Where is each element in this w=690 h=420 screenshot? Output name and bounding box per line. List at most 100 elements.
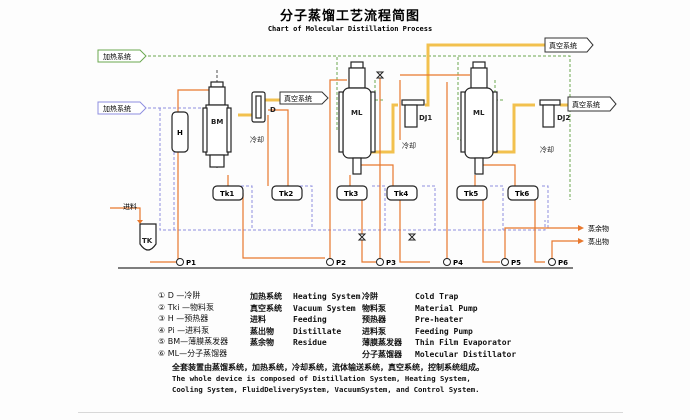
svg-text:冷却: 冷却 xyxy=(540,145,554,154)
glossary-translation: Vacuum System xyxy=(293,303,356,313)
glossary-translation: Pre-heater xyxy=(415,315,464,324)
svg-text:D: D xyxy=(270,106,276,114)
glossary-translation: Feeding xyxy=(293,315,327,324)
glossary-right-zh: 冷阱 物料泵 预热器 进料泵 薄膜蒸发器 分子蒸馏器 xyxy=(362,291,402,360)
flow-arrows xyxy=(137,220,584,244)
molecular-distillator-1: ML xyxy=(338,61,376,175)
svg-text:Tk2: Tk2 xyxy=(279,190,293,198)
feed-label: 进料 xyxy=(123,202,137,211)
system-description: 全套装置由蒸馏系统，加热系统，冷却系统，流体输送系统，真空系统，控制系统组成。 … xyxy=(172,362,502,395)
cold-trap-dj1: DJ1 冷却 xyxy=(401,99,432,150)
svg-text:DJ2: DJ2 xyxy=(557,114,570,122)
glossary-term: 进料泵 xyxy=(362,326,386,336)
svg-text:P1: P1 xyxy=(186,259,196,267)
svg-text:冷却: 冷却 xyxy=(402,141,416,150)
glossary-right-en: Cold Trap Material Pump Pre-heater Feedi… xyxy=(415,291,516,360)
pump-p4: P4 xyxy=(443,258,463,267)
tag-vacuum-3: 真空系统 xyxy=(567,96,617,112)
molecular-distillator-2: ML xyxy=(460,61,498,175)
svg-text:P2: P2 xyxy=(336,259,346,267)
cold-trap-dj2: DJ2 冷却 xyxy=(539,99,570,154)
distillate-label: 蒸出物 xyxy=(588,237,609,246)
glossary-translation: Thin Film Evaporator xyxy=(415,338,512,347)
tank-tk1: Tk1 xyxy=(212,185,244,201)
glossary-left-zh: 加热系统 真空系统 进料 蒸出物 蒸余物 xyxy=(250,291,282,349)
equipment-legend: ① D —冷阱 ② Tki —物料泵 ③ H —预热器 ④ Pi —进料泵 ⑤ … xyxy=(158,290,228,359)
pump-p5: P5 xyxy=(501,258,521,267)
svg-text:BM: BM xyxy=(211,118,223,126)
tag-vacuum-1: 真空系统 xyxy=(279,91,329,105)
svg-text:Tk5: Tk5 xyxy=(464,190,478,198)
legend-item: ④ Pi —进料泵 xyxy=(158,325,210,335)
legend-item: ② Tki —物料泵 xyxy=(158,302,214,312)
glossary-translation: Material Pump xyxy=(415,303,478,313)
residue-label: 蒸余物 xyxy=(588,224,609,233)
svg-text:Tk1: Tk1 xyxy=(220,190,234,198)
svg-text:冷却: 冷却 xyxy=(250,135,264,144)
glossary-term: 物料泵 xyxy=(362,303,386,313)
svg-text:P6: P6 xyxy=(558,259,568,267)
svg-text:加热系统: 加热系统 xyxy=(103,104,131,113)
bottom-divider xyxy=(78,412,623,413)
glossary-translation: Molecular Distillator xyxy=(415,349,517,359)
svg-text:Tk4: Tk4 xyxy=(394,190,408,198)
tank-tk4: Tk4 xyxy=(386,185,418,201)
svg-text:真空系统: 真空系统 xyxy=(572,100,600,109)
svg-text:H: H xyxy=(177,129,183,137)
svg-text:P3: P3 xyxy=(386,259,396,267)
description-zh: 全套装置由蒸馏系统，加热系统，冷却系统，流体输送系统，真空系统，控制系统组成。 xyxy=(172,363,484,372)
svg-text:真空系统: 真空系统 xyxy=(284,94,312,103)
title-en: Chart of Molecular Distillation Process xyxy=(268,25,432,33)
glossary-translation: Heating System xyxy=(293,292,361,301)
glossary-translation: Distillate xyxy=(293,326,342,336)
tank-tk3: Tk3 xyxy=(336,185,368,201)
material-line xyxy=(110,74,578,263)
pump-p3: P3 xyxy=(376,258,396,267)
svg-text:TK: TK xyxy=(142,237,153,245)
heater-h: H xyxy=(171,111,189,153)
tank-tk2: Tk2 xyxy=(271,185,303,201)
svg-text:P5: P5 xyxy=(511,259,521,267)
legend-item: ① D —冷阱 xyxy=(158,291,201,300)
svg-text:Tk6: Tk6 xyxy=(515,190,529,198)
tag-heating-1: 加热系统 xyxy=(97,49,147,63)
glossary-term: 真空系统 xyxy=(250,303,282,313)
svg-text:P4: P4 xyxy=(453,259,463,267)
legend-item: ⑤ BM—薄膜蒸发器 xyxy=(158,337,229,346)
svg-text:ML: ML xyxy=(351,109,363,117)
cold-trap-d: D 冷却 xyxy=(250,91,276,144)
description-en-1: The whole device is composed of Distilla… xyxy=(172,374,471,383)
glossary-term: 进料 xyxy=(250,315,266,324)
glossary-translation: Cold Trap xyxy=(415,292,459,301)
glossary-term: 加热系统 xyxy=(250,292,282,301)
glossary-left-en: Heating System Vacuum System Feeding Dis… xyxy=(293,291,360,349)
pump-p6: P6 xyxy=(548,258,568,267)
svg-text:真空系统: 真空系统 xyxy=(549,41,577,50)
svg-text:ML: ML xyxy=(473,109,485,117)
title-zh: 分子蒸馏工艺流程简图 xyxy=(280,8,420,24)
glossary-term: 薄膜蒸发器 xyxy=(362,338,402,347)
tank-tk6: Tk6 xyxy=(507,185,539,201)
valve-icon xyxy=(357,71,417,241)
svg-text:加热系统: 加热系统 xyxy=(103,52,131,61)
svg-text:Tk3: Tk3 xyxy=(344,190,358,198)
pump-p2: P2 xyxy=(326,258,346,267)
glossary-term: 预热器 xyxy=(362,315,386,324)
tag-heating-2: 加热系统 xyxy=(97,101,147,115)
glossary-term: 分子蒸馏器 xyxy=(362,349,402,359)
feed-tank-tk: TK xyxy=(139,223,157,251)
glossary-term: 蒸余物 xyxy=(250,338,274,347)
glossary-translation: Feeding Pump xyxy=(415,326,473,336)
tank-tk5: Tk5 xyxy=(456,185,488,201)
tag-vacuum-2: 真空系统 xyxy=(544,37,594,53)
description-en-2: Cooling System, FluidDeliverySystem, Vac… xyxy=(172,385,480,394)
pump-p1: P1 xyxy=(176,258,196,267)
glossary-translation: Residue xyxy=(293,338,327,347)
legend-item: ③ H —预热器 xyxy=(158,314,209,323)
film-evaporator-bm: BM xyxy=(202,70,232,170)
legend-item: ⑥ ML—分子蒸馏器 xyxy=(158,348,228,358)
glossary-term: 冷阱 xyxy=(362,292,378,301)
svg-text:DJ1: DJ1 xyxy=(419,114,432,122)
glossary-term: 蒸出物 xyxy=(250,326,274,336)
